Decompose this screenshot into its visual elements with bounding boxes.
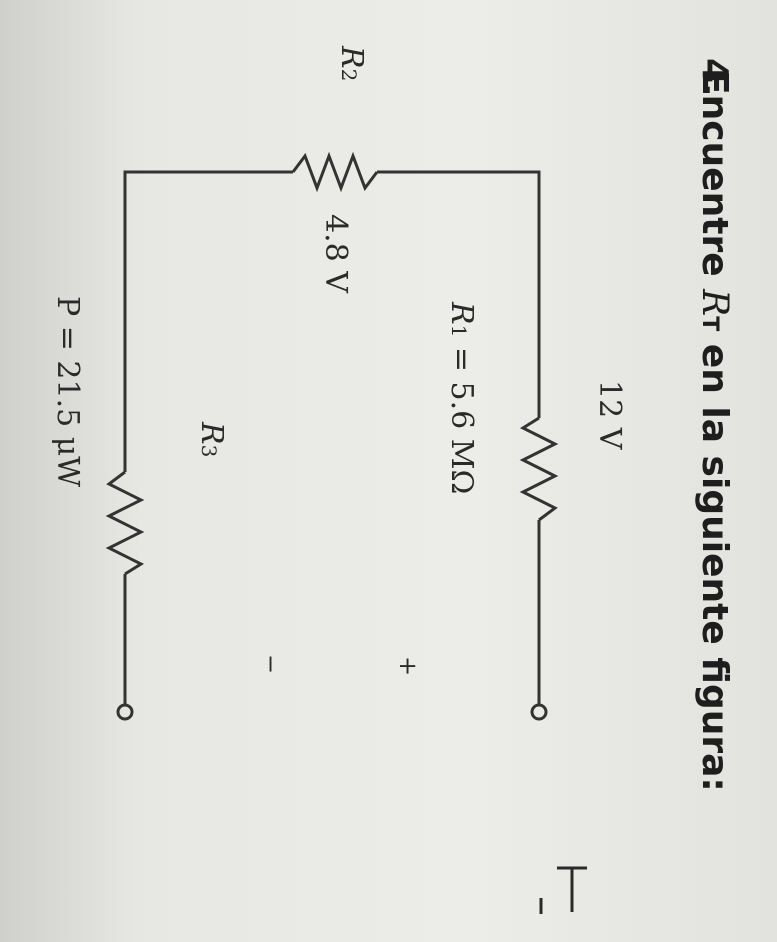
minus-sign: − xyxy=(257,654,285,675)
r1-label: R1 = 5.6 MΩ xyxy=(444,302,479,495)
terminal-plus xyxy=(530,703,548,721)
wire-left xyxy=(123,170,293,472)
r2-voltage-label: 4.8 V xyxy=(318,214,353,293)
wire-top-left xyxy=(377,170,541,418)
r3-label: R3 xyxy=(194,422,229,458)
terminal-minus xyxy=(116,703,134,721)
resistor-r3 xyxy=(105,470,145,576)
plus-sign: + xyxy=(394,656,422,677)
resistor-r2 xyxy=(291,151,379,193)
margin-mark-lines xyxy=(539,866,587,914)
resistor-r1 xyxy=(519,416,559,522)
r3-power-label: P = 21.5 μW xyxy=(50,296,85,488)
r1-voltage-label: 12 V xyxy=(592,380,627,450)
r2-label: R2 xyxy=(334,46,369,82)
margin-mark: T xyxy=(566,930,567,931)
